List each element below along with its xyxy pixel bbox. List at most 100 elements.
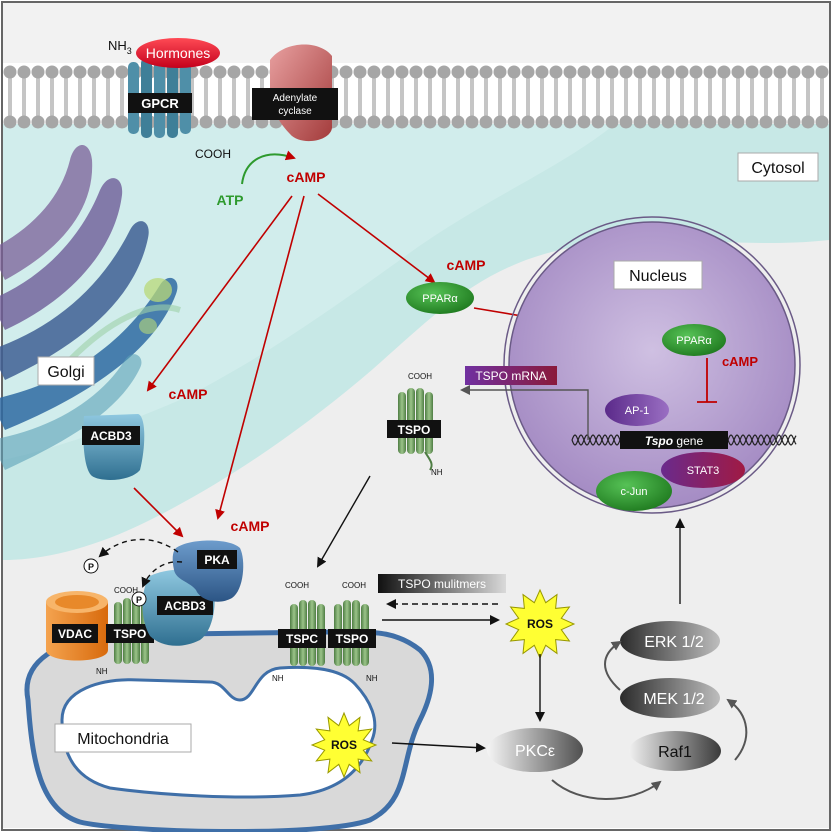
vdac-box xyxy=(52,624,98,643)
tspo-to-mito-arrow xyxy=(316,475,371,568)
camp-ppar-label: cAMP xyxy=(447,257,486,273)
tspo-multimers-box xyxy=(378,574,506,593)
ppar-inhibit-line xyxy=(697,358,717,403)
camp-left-label: cAMP xyxy=(169,386,208,402)
mrna-export-arrow xyxy=(460,385,589,440)
ros-mito-label: ROS xyxy=(331,738,357,752)
erk-ellipse xyxy=(620,621,720,661)
ppar-cyto-label: PPARα xyxy=(422,293,458,305)
tspo-vdac-box xyxy=(106,624,154,643)
pka-box xyxy=(197,550,237,569)
cooh-m2-label: COOH xyxy=(342,581,366,590)
tspo-mrna-label: TSPO mRNA xyxy=(475,369,546,383)
tspo-vdac-label: TSPO xyxy=(114,627,147,641)
nh3-m1-label: NH xyxy=(272,674,284,683)
cytosol-label: Cytosol xyxy=(751,160,804,177)
ap1-ellipse xyxy=(605,394,669,426)
gpcr-box xyxy=(128,93,192,113)
cjun-label: c-Jun xyxy=(621,486,648,498)
cytosol-label-box xyxy=(737,152,819,182)
tspo-free-label: TSPO xyxy=(398,423,431,437)
cooh-vdac-label: COOH xyxy=(114,586,138,595)
acbd3-top-label: ACBD3 xyxy=(90,429,132,443)
tspo-free-box xyxy=(387,420,441,438)
vdac-label: VDAC xyxy=(58,627,92,641)
ppar-cyto-ellipse xyxy=(406,282,474,314)
tspo-m2-box xyxy=(328,629,376,648)
mitochondria-cristae xyxy=(60,665,377,799)
tspo-mrna-box xyxy=(465,366,557,385)
stat3-ellipse xyxy=(661,452,745,488)
camp-arrow-left xyxy=(146,195,293,392)
stat3-label: STAT3 xyxy=(687,465,720,477)
tspc-box xyxy=(278,629,326,648)
nh3-free-label: NH xyxy=(431,468,443,477)
hormones-ellipse xyxy=(136,38,220,68)
p1-circle xyxy=(83,558,99,574)
golgi-stacks xyxy=(0,145,181,470)
camp-mid-label: cAMP xyxy=(231,518,270,534)
ros-mito-to-pkc-arrow xyxy=(391,742,486,753)
ros-mito-star xyxy=(310,711,378,779)
atp-to-camp-arrow xyxy=(241,150,296,185)
pkce-ellipse xyxy=(487,728,583,772)
ros-right-label: ROS xyxy=(527,617,553,631)
tspo-multimers-label: TSPO mulitmers xyxy=(398,577,486,591)
nh3-vdac-label: NH xyxy=(96,667,108,676)
p1-label: P xyxy=(88,562,94,572)
ap1-label: AP-1 xyxy=(625,405,649,417)
tspo-gene-label: Tspo gene xyxy=(645,434,704,448)
mitochondria-label: Mitochondria xyxy=(77,731,169,748)
adenylate-label-1: Adenylate xyxy=(273,93,318,104)
p2-label: P xyxy=(136,595,142,605)
acbd3-to-pka-arrow xyxy=(133,487,184,538)
golgi-label-box xyxy=(37,356,95,386)
cooh-gpcr-label: COOH xyxy=(195,147,231,161)
pkce-label: PKCε xyxy=(515,743,555,760)
nucleus-label: Nucleus xyxy=(629,268,687,285)
cooh-m1-label: COOH xyxy=(285,581,309,590)
camp-main-label: cAMP xyxy=(287,169,326,185)
raf-to-mek-curve xyxy=(726,698,748,761)
golgi-label: Golgi xyxy=(47,364,84,381)
raf1-label: Raf1 xyxy=(658,744,692,761)
p2-circle xyxy=(131,591,147,607)
nh3-m2-label: NH xyxy=(366,674,378,683)
camp-arrow-right xyxy=(317,193,436,284)
adenylate-label-2: cyclase xyxy=(278,106,312,117)
mek-ellipse xyxy=(620,678,720,718)
camp-arrow-mid xyxy=(215,195,305,520)
tspc-label: TSPC xyxy=(286,632,318,646)
acbd3-top-box xyxy=(82,426,140,445)
ppar-nuc-ellipse xyxy=(662,324,726,356)
plasma-membrane xyxy=(3,65,829,129)
vdac-top-inner xyxy=(55,595,99,609)
atp-label: ATP xyxy=(217,192,244,208)
raf1-ellipse xyxy=(629,731,721,771)
mek-to-erk-curve xyxy=(604,640,622,691)
nucleus-label-box xyxy=(613,260,703,290)
camp-nuc-label: cAMP xyxy=(722,354,758,369)
acbd3-low-label: ACBD3 xyxy=(164,599,206,613)
nucleus-outer xyxy=(503,216,801,514)
erk-label: ERK 1/2 xyxy=(644,634,704,651)
mitochondria-label-box xyxy=(54,723,192,753)
pka-phospho-vdac-arrow xyxy=(98,538,179,558)
cjun-ellipse xyxy=(596,471,672,511)
cooh-free-label: COOH xyxy=(408,372,432,381)
gpcr-label: GPCR xyxy=(141,96,179,111)
tspo-m2-label: TSPO xyxy=(336,632,369,646)
pka-label: PKA xyxy=(204,553,230,567)
hormones-label: Hormones xyxy=(146,45,211,61)
pka-phospho-tspo-arrow xyxy=(141,561,183,588)
mek-label: MEK 1/2 xyxy=(643,691,704,708)
pkc-to-raf-curve xyxy=(551,779,662,800)
acbd3-low-box xyxy=(157,596,213,615)
acbd3-top-shape xyxy=(83,414,145,480)
tspo-gene-box xyxy=(620,431,728,449)
adenylate-box xyxy=(252,88,338,120)
ppar-nuc-label: PPARα xyxy=(676,335,712,347)
nh3-top-label: NH3 xyxy=(108,38,132,56)
